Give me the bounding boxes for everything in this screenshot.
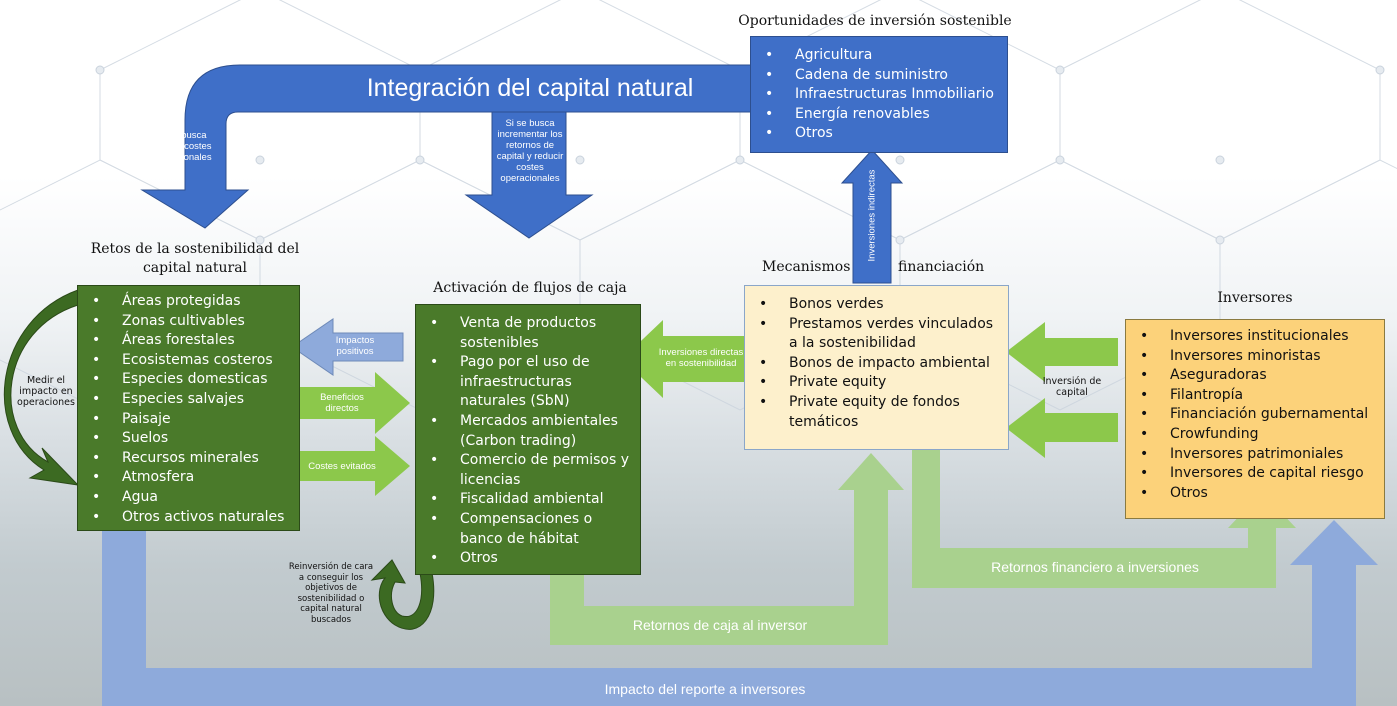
list-item: Pago por el uso de infraestructuras natu… [426,353,630,412]
list-item: Financiación gubernamental [1136,405,1374,425]
medir-impacto-arrow [3,289,80,486]
list-item: Especies salvajes [88,390,289,410]
mecanismos-heading-right: financiación [898,259,985,275]
list-item: Otros [1136,484,1374,504]
inversiones-indirectas-label: Inversiones indirectas [866,169,878,262]
impactos-positivos-label: Impactos positivos [335,335,375,357]
inversores-heading: Inversores [1217,290,1293,306]
list-item: Private equity de fondos temáticos [755,393,998,432]
list-item: Agua [88,488,289,508]
impacto-reporte-arrow [102,520,1378,706]
integracion-title: Integración del capital natural [366,74,694,102]
costes-evitados-arrow [297,436,410,496]
list-item: Private equity [755,373,998,393]
list-item: Áreas protegidas [88,292,289,312]
inversion-capital-arrow-top [1006,322,1118,382]
incrementar-down-arrow [464,111,594,239]
list-item: Suelos [88,429,289,449]
list-item: Fiscalidad ambiental [426,490,630,510]
mecanismos-heading-left: Mecanismos [762,259,851,275]
list-item: Zonas cultivables [88,312,289,332]
inversion-capital-arrow-bottom [1006,398,1118,458]
list-item: Inversores patrimoniales [1136,445,1374,465]
list-item: Bonos de impacto ambiental [755,354,998,374]
medir-impacto-label: Medir el impacto en operaciones [17,375,75,408]
list-item: Filantropía [1136,386,1374,406]
reinversion-label: Reinversión de cara a conseguir los obje… [288,562,374,625]
list-item: Otros activos naturales [88,508,289,528]
beneficios-directos-arrow [297,372,410,434]
list-item: Otros [426,549,630,569]
list-item: Paisaje [88,410,289,430]
list-item: Agricultura [761,46,997,66]
inversiones-directas-label: Inversiones directas en sostenibilidad [658,347,744,369]
beneficios-directos-label: Beneficios directos [320,392,364,414]
retornos-caja-arrow [550,453,904,645]
oportunidades-heading: Oportunidades de inversión sostenible [738,13,1012,29]
list-item: Bonos verdes [755,295,998,315]
list-item: Compensaciones o banco de hábitat [426,510,630,549]
inversores-box: Inversores institucionales Inversores mi… [1125,319,1385,519]
list-item: Energía renovables [761,105,997,125]
list-item: Áreas forestales [88,331,289,351]
retornos-financiero-label: Retornos financiero a inversiones [991,559,1199,575]
activacion-heading: Activación de flujos de caja [433,280,627,296]
oportunidades-box: Agricultura Cadena de suministro Infraes… [750,36,1008,153]
retos-heading: Retos de la sostenibilidad del capital n… [90,241,300,276]
reducir-costes-label: Si se busca reducir costes operacionales [152,130,212,163]
list-item: Inversores institucionales [1136,327,1374,347]
inversiones-indirectas-arrow [840,149,904,284]
costes-evitados-label: Costes evitados [308,461,376,472]
list-item: Otros [761,124,997,144]
retornos-caja-label: Retornos de caja al inversor [632,617,808,633]
incrementar-label: Si se busca incrementar los retornos de … [496,118,564,184]
list-item: Infraestructuras Inmobiliario [761,85,997,105]
list-item: Atmosfera [88,468,289,488]
impacto-reporte-label: Impacto del reporte a inversores [604,681,806,697]
list-item: Aseguradoras [1136,366,1374,386]
inversion-capital-label: Inversión de capital [1042,376,1102,398]
list-item: Cadena de suministro [761,66,997,86]
list-item: Venta de productos sostenibles [426,314,630,353]
list-item: Inversores de capital riesgo [1136,464,1374,484]
list-item: Comercio de permisos y licencias [426,451,630,490]
impactos-positivos-arrow [291,318,404,376]
list-item: Ecosistemas costeros [88,351,289,371]
retos-box: Áreas protegidas Zonas cultivables Áreas… [77,285,300,531]
reinversion-arrow [370,559,435,630]
retornos-financiero-arrow [912,450,1296,588]
list-item: Inversores minoristas [1136,347,1374,367]
list-item: Recursos minerales [88,449,289,469]
list-item: Prestamos verdes vinculados a la sosteni… [755,315,998,354]
inversiones-directas-arrow [622,320,748,398]
list-item: Especies domesticas [88,370,289,390]
list-item: Mercados ambientales (Carbon trading) [426,412,630,451]
list-item: Crowfunding [1136,425,1374,445]
mecanismos-box: Bonos verdes Prestamos verdes vinculados… [744,285,1009,450]
activacion-box: Venta de productos sostenibles Pago por … [415,304,641,575]
